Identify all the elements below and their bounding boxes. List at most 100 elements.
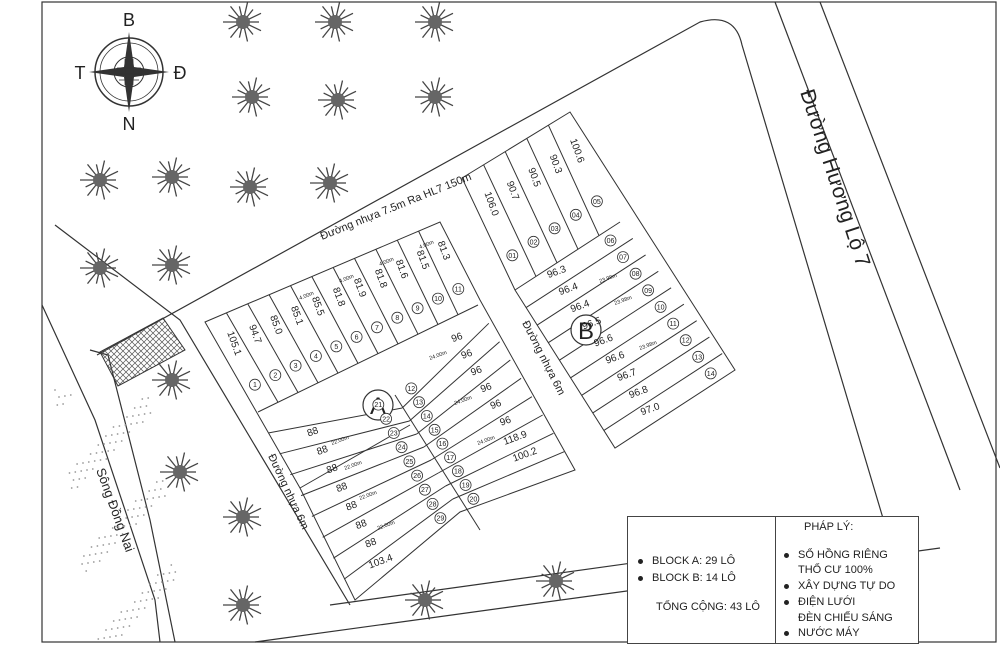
lot-number: 14 — [423, 414, 431, 421]
lot-area: 100.2 — [511, 446, 539, 465]
lot-number-marker — [436, 437, 449, 450]
lot-number: 25 — [406, 459, 414, 466]
lot-boundary — [279, 420, 410, 455]
lot-number: 14 — [707, 371, 715, 378]
lot-area: 96 — [479, 381, 494, 395]
tree-icon — [230, 167, 269, 207]
legal-title: PHÁP LÝ: — [804, 521, 854, 533]
dimension-label: 23.98m — [639, 340, 659, 352]
lot-area: 96.4 — [557, 281, 579, 298]
lot-number-marker — [372, 398, 385, 411]
lot-number-marker — [629, 267, 642, 280]
lot-area: 100.6 — [567, 137, 586, 165]
lot-boundary — [514, 221, 621, 291]
lot-number-marker — [418, 483, 431, 496]
main-road-label: Đường nhựa 7.5m Ra HL7 150m — [319, 171, 474, 243]
tree-icon — [415, 2, 454, 42]
lot-number: 11 — [455, 287, 462, 294]
lot-boundary — [300, 446, 425, 497]
lot-boundary — [547, 124, 600, 236]
lot-boundary — [322, 472, 439, 538]
dimension-label: 24.00m — [454, 395, 474, 407]
tree-icon — [223, 2, 262, 42]
lot-boundary — [592, 336, 710, 414]
lot-number: 16 — [439, 441, 447, 448]
legal-item: THỔ CƯ 100% — [798, 564, 873, 576]
lot-number-marker — [380, 412, 393, 425]
lot-number-marker — [426, 497, 439, 510]
dimension-label: 24.00m — [477, 435, 497, 447]
lot-number-marker — [604, 234, 617, 247]
lot-number-marker — [428, 423, 441, 436]
lot-boundary — [430, 396, 533, 461]
tree-icon — [152, 157, 191, 197]
lot-boundary — [332, 267, 379, 354]
lot-number: 28 — [429, 501, 437, 508]
compass-rose: B N T Đ — [75, 10, 187, 134]
lot-boundary — [396, 239, 439, 325]
lot-area: 81.3 — [435, 240, 452, 262]
lot-number: 17 — [446, 455, 454, 462]
lot-number: 27 — [421, 487, 429, 494]
lot-number-marker — [692, 350, 705, 363]
lot-area: 118.9 — [502, 429, 529, 448]
lot-area: 88 — [315, 444, 330, 458]
lot-boundary — [525, 237, 634, 309]
lot-area: 88 — [325, 462, 340, 476]
lot-boundary — [290, 433, 417, 476]
lot-number-marker — [309, 350, 322, 362]
tree-icon — [152, 245, 191, 285]
lot-number-marker — [330, 340, 343, 353]
dimension-label: 23.98m — [599, 273, 619, 285]
lot-area: 105.1 — [224, 330, 243, 358]
lot-area: 90.5 — [525, 166, 542, 188]
block-b-label: B — [578, 318, 594, 345]
lot-boundary — [536, 254, 646, 326]
legend-block-a: BLOCK A: 29 LÔ — [638, 555, 735, 567]
lot-number: 10 — [434, 296, 442, 303]
lot-number: 02 — [530, 239, 538, 246]
lot-boundary — [452, 451, 565, 500]
lot-boundary — [416, 359, 511, 435]
lot-number: 1 — [253, 382, 257, 389]
lot-boundary — [375, 249, 419, 335]
compass-south: N — [123, 114, 136, 134]
legend-panel: BLOCK A: 29 LÔ BLOCK B: 14 LÔ TỔNG CỘNG:… — [627, 516, 919, 644]
highway-label: Đường Hương Lộ 7 — [795, 86, 874, 269]
lot-number-marker — [506, 249, 519, 262]
river-area — [41, 304, 177, 643]
legal-item: ĐIỆN LƯỚI — [784, 596, 855, 608]
lot-number-marker — [527, 235, 540, 248]
lot-area: 103.4 — [367, 552, 395, 571]
lot-number-marker — [467, 492, 480, 505]
lot-area: 96.8 — [628, 384, 650, 401]
lot-boundary — [290, 285, 339, 374]
lot-boundary — [559, 287, 672, 361]
dimension-label: 4.00m — [299, 290, 316, 301]
lot-number-marker — [451, 465, 464, 478]
lot-number: 04 — [572, 212, 580, 219]
tree-icon — [315, 2, 354, 42]
legend-total: TỔNG CỘNG: 43 LÔ — [656, 601, 760, 613]
lot-area: 96 — [469, 364, 484, 378]
lot-area: 88 — [354, 518, 369, 532]
lot-number-marker — [667, 317, 680, 330]
dimension-label: 24.00m — [429, 350, 449, 362]
lot-boundary — [401, 322, 490, 409]
lot-number: 24 — [398, 445, 406, 452]
lot-boundary — [504, 151, 558, 264]
trees — [80, 2, 575, 625]
lot-number: 9 — [416, 306, 420, 313]
tree-icon — [152, 360, 191, 400]
dimension-label: 23.98m — [614, 295, 634, 307]
lot-number: 12 — [682, 338, 690, 345]
lot-number-marker — [413, 396, 426, 409]
lot-number-marker — [403, 455, 416, 468]
lot-area: 96.3 — [546, 264, 568, 281]
lot-number-marker — [395, 441, 408, 454]
lot-number: 03 — [551, 226, 559, 233]
lot-number: 11 — [670, 321, 677, 328]
lot-number: 15 — [431, 427, 439, 434]
dimension-label: 22.00m — [331, 435, 351, 447]
